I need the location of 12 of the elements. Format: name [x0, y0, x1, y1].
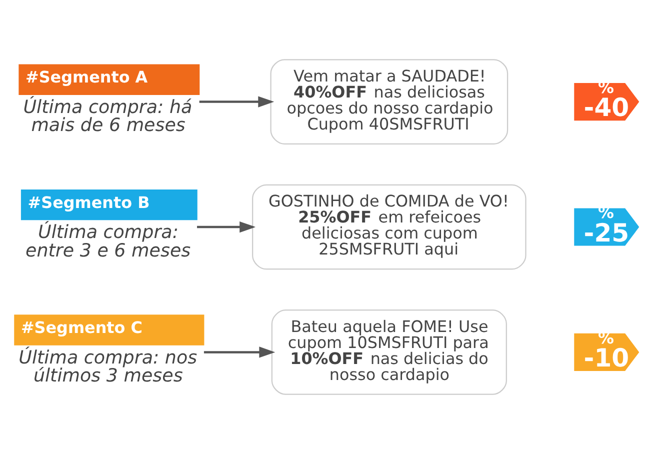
- node-box: #Segmento A: [18, 64, 200, 94]
- node-label: Última compra: entre 3 e 6 meses: [25, 222, 190, 261]
- arrow: [198, 96, 274, 107]
- arrow: [203, 346, 275, 358]
- node-box: Bateu aquela FOME! Use cupom 10SMSFRUTI para 10%OFF nas delicias do nosso cardapio: [270, 309, 506, 394]
- node-label: Última compra: há mais de 6 meses: [22, 96, 192, 136]
- node-box: Vem matar a SAUDADE! 40%OFF nas deliciosas opcoes do nosso cardapio Cupom 40SMSFRUTI: [270, 58, 508, 144]
- node-box: GOSTINHO de COMIDA de VO! 25%OFF em refeicoes deliciosas com cupom 25SMSFRUTI aqui: [252, 184, 526, 270]
- node-box: #Segmento B: [20, 188, 197, 220]
- node-box: #Segmento C: [14, 314, 204, 345]
- arrow: [196, 220, 256, 232]
- node-label: Última compra: nos últimos 3 meses: [18, 346, 197, 386]
